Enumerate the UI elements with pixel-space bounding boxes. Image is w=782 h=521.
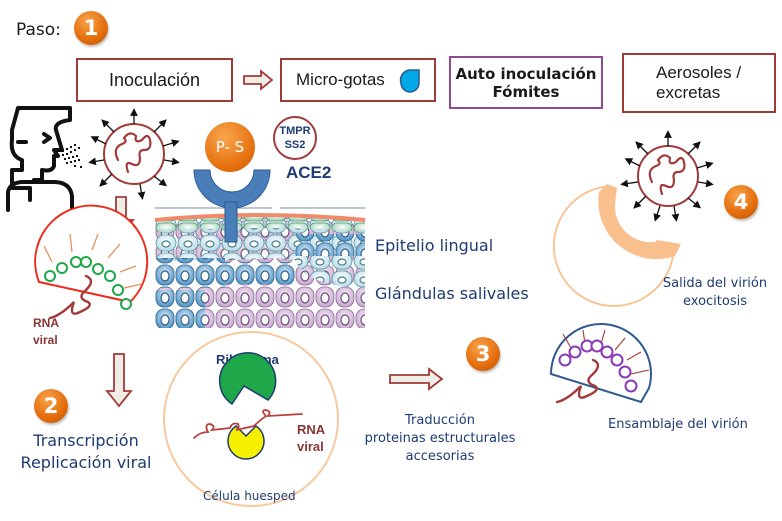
rna-viral-cell-line2: viral: [297, 439, 324, 454]
spike-protein: P- S: [205, 122, 255, 172]
arrow-down-icon: [105, 353, 133, 408]
box-aerosoles: Aerosoles / excretas: [622, 53, 776, 113]
rna-viral-left-line1: RNA: [33, 316, 59, 330]
step3-line1: Traducción: [405, 413, 475, 428]
tmprss2-line2: SS2: [284, 139, 306, 151]
box-micro-gotas: Micro-gotas: [280, 58, 436, 102]
exocytosis-membrane-icon: [552, 184, 681, 307]
virion-assembly-icon: [549, 323, 652, 404]
step-badge-1: 1: [74, 11, 108, 45]
rna-viral-cell-line1: RNA: [297, 422, 326, 437]
ace2-label: ACE2: [286, 163, 332, 182]
arrow-right-icon: [243, 69, 274, 91]
host-cell-label: Célula huesped: [203, 489, 296, 503]
ace2-receptor-icon: [193, 169, 271, 243]
step-label: Paso:: [16, 20, 61, 40]
viral-replication-icon: [34, 204, 149, 320]
host-cell: [163, 331, 339, 507]
box-inoculacion-label: Inoculación: [108, 69, 201, 90]
step-badge-3: 3: [466, 337, 500, 371]
person-sneezing-icon: [6, 106, 82, 212]
step3-line3: accesorias: [405, 449, 475, 464]
tissue-label-glandulas: Glándulas salivales: [375, 284, 529, 303]
arrow-right-icon: [389, 367, 444, 391]
step3-line2: proteinas estructurales: [364, 431, 516, 446]
box-aerosoles-line1: Aerosoles /: [656, 63, 742, 82]
step2-title: Transcripción Replicación viral: [16, 430, 156, 474]
ribosome-icon: [193, 352, 303, 460]
box-micro-gotas-label: Micro-gotas: [296, 70, 385, 89]
step-badge-4: 4: [724, 185, 758, 219]
step2-title-line2: Replicación viral: [20, 453, 152, 472]
step3-description: Traducción proteinas estructurales acces…: [340, 412, 540, 466]
box-auto-inoculacion-line1: Auto inoculación: [455, 64, 597, 83]
virus-icon: [620, 130, 714, 222]
step4-line1: Salida del virión: [662, 276, 768, 291]
tmprss2-line1: TMPR: [279, 125, 311, 137]
box-auto-inoculacion-line2: Fómites: [492, 82, 560, 101]
box-inoculacion: Inoculación: [76, 58, 233, 102]
droplet-icon: [399, 69, 420, 93]
tmprss2-enzyme: TMPR SS2: [273, 116, 317, 160]
virus-icon: [88, 108, 180, 200]
tissue-label-epitelio: Epitelio lingual: [375, 236, 494, 255]
rna-viral-label-left: RNA viral: [33, 315, 59, 349]
step2-title-line1: Transcripción: [33, 431, 139, 450]
spike-protein-label: P- S: [215, 138, 245, 156]
step4-line2: exocitosis: [683, 294, 747, 309]
rna-viral-label-cell: RNA viral: [297, 421, 325, 455]
box-auto-inoculacion: Auto inoculación Fómites: [449, 56, 603, 109]
rna-viral-left-line2: viral: [33, 333, 58, 347]
step4-description: Salida del virión exocitosis: [640, 275, 782, 311]
step-badge-2: 2: [34, 389, 68, 423]
assembly-label: Ensamblaje del virión: [608, 417, 748, 432]
tissue-illustration: [154, 207, 366, 328]
box-aerosoles-line2: excretas: [656, 83, 721, 102]
